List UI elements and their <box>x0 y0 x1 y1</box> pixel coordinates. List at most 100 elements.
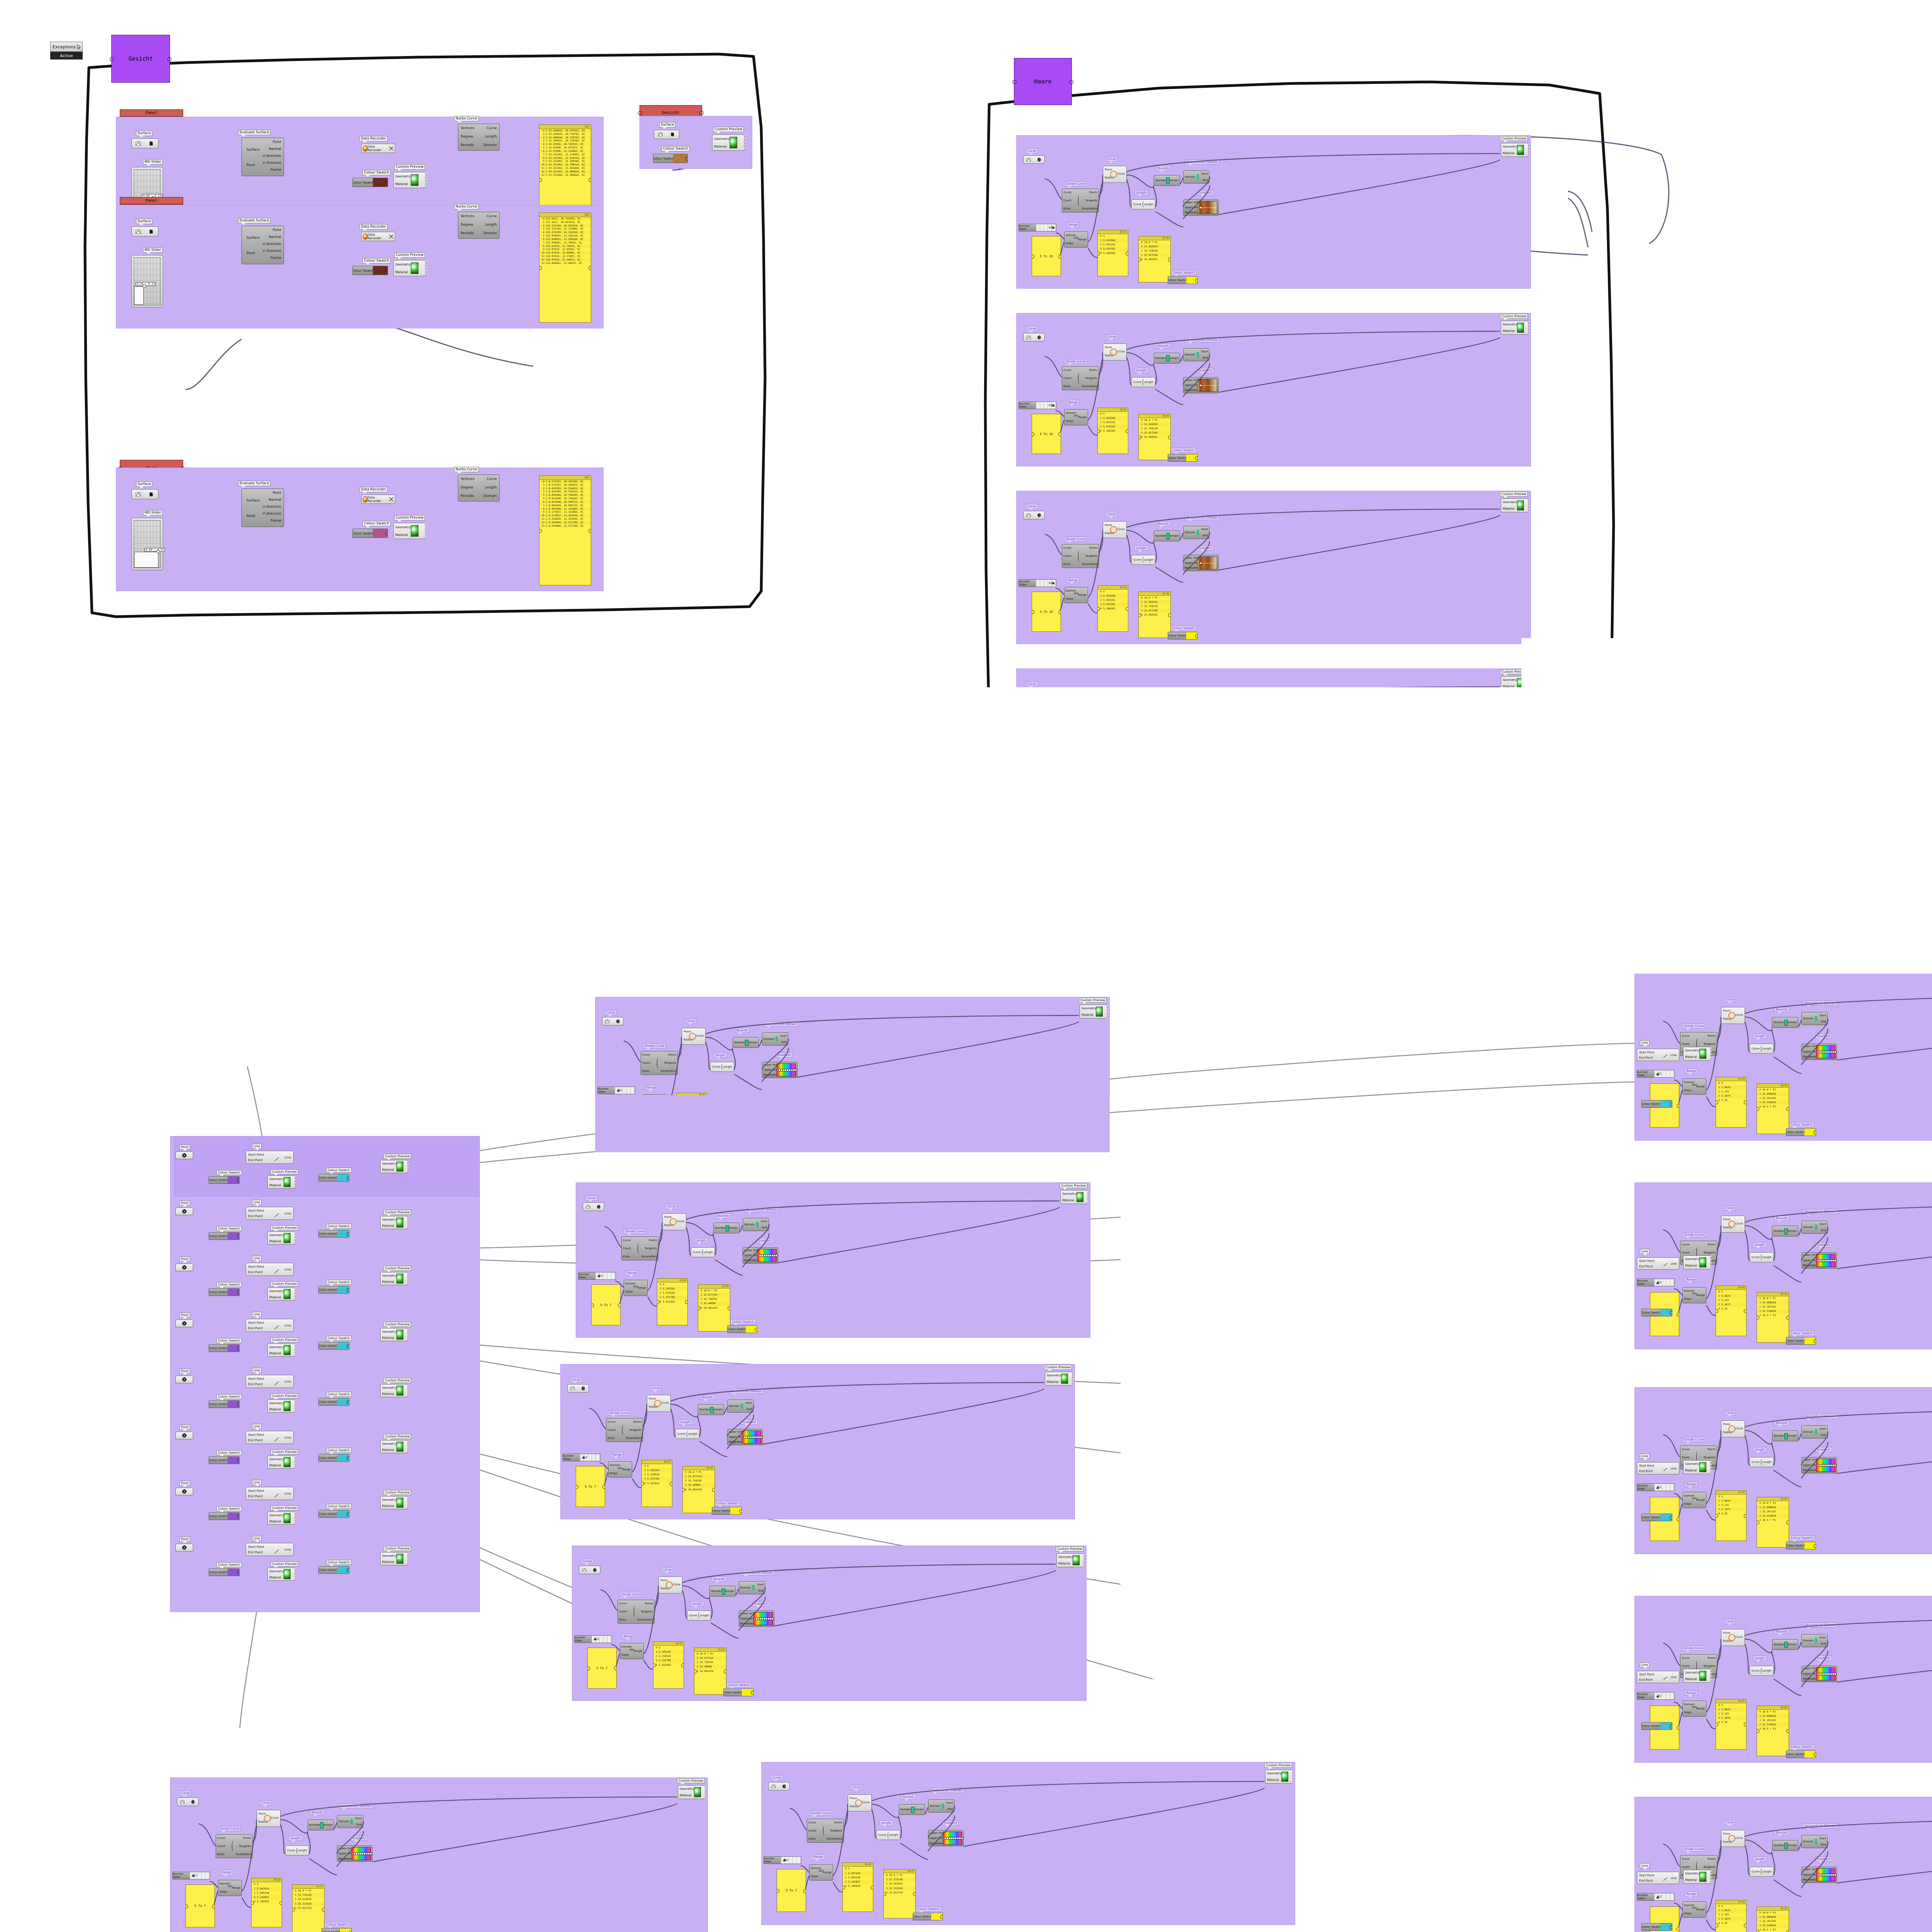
colour-swatch-cyan-right-1[interactable]: Colour Swatch <box>1641 1309 1672 1316</box>
component-deconstruct-domain-haare-3[interactable]: DomainStartEnd <box>1183 704 1209 717</box>
port-material[interactable]: Material <box>1685 1878 1699 1882</box>
port-in-periodic[interactable]: Periodic <box>461 231 474 235</box>
component-circle-koerper-mid-0[interactable]: PlaneRadiusCircle <box>682 1028 706 1045</box>
param-curve-koerper-bl-0[interactable] <box>177 1798 199 1806</box>
param-point-2[interactable] <box>175 1264 193 1271</box>
port-out-tangents[interactable]: Tangents <box>629 1429 641 1432</box>
port-start[interactable]: Start <box>946 1801 953 1804</box>
port-out-parameters[interactable]: Parameters <box>1082 207 1097 210</box>
component-range-haare-2[interactable]: DomainStepsRange <box>1064 587 1088 603</box>
component-range-koerper-mid-0[interactable]: DomainStepsRange <box>643 1094 667 1111</box>
port-material[interactable]: Material <box>395 270 411 274</box>
colour-swatch-violet-1[interactable]: Colour Swatch <box>209 1232 240 1240</box>
component-gradient-koerper-right-2[interactable]: Lower limitUpper limitParameter <box>1801 1457 1837 1473</box>
component-length-koerper-right-2[interactable]: CurveLength <box>1750 1457 1774 1467</box>
port-out-length[interactable]: Length <box>485 135 497 139</box>
gradient-strip[interactable] <box>1816 1045 1835 1058</box>
port-circle-out[interactable]: Circle <box>1735 1837 1743 1840</box>
port-in-curve[interactable]: Curve <box>623 1239 631 1242</box>
slider-grip[interactable] <box>1052 226 1055 229</box>
component-circle-koerper-right-1[interactable]: PlaneRadiusCircle <box>1721 1216 1745 1233</box>
colour-swatch-colour[interactable] <box>746 1326 757 1333</box>
component-deconstruct-domain-koerper-right-4[interactable]: DomainStartEnd <box>1801 1835 1828 1848</box>
port-in-count[interactable]: Count <box>1682 1043 1690 1046</box>
port-material[interactable]: Material <box>382 1336 396 1340</box>
port-line-out[interactable]: Line <box>1670 1467 1677 1470</box>
port-in-kinks[interactable]: Kinks <box>1063 740 1071 743</box>
component-gradient-haare-1[interactable]: Lower limitUpper limitParameter <box>1183 377 1219 393</box>
colour-swatch-koerper-mid-2[interactable]: Colour Swatch <box>712 1507 742 1515</box>
port-in-count[interactable]: Count <box>808 1829 816 1832</box>
component-divide-curve-koerper-mid-1[interactable]: CurveCountKinksPointsTangentsParameters <box>621 1236 658 1260</box>
port-parameter[interactable]: Parameter <box>1185 744 1197 747</box>
port-geometry[interactable]: Geometry <box>1058 1555 1073 1559</box>
port-in-kinks[interactable]: Kinks <box>607 1437 615 1440</box>
port-geometry[interactable]: Geometry <box>269 1177 284 1181</box>
port-curve[interactable]: Curve <box>1133 558 1141 561</box>
port-material[interactable]: Material <box>269 1240 284 1243</box>
component-circle-haare-3[interactable]: PlaneRadiusCircle <box>1103 699 1127 716</box>
port-geometry[interactable]: Geometry <box>382 1442 396 1446</box>
port-end-point[interactable]: End Point <box>1639 1469 1653 1473</box>
slider-track[interactable]: 19 <box>580 1454 600 1461</box>
port-out-vdirection[interactable]: V direction <box>263 512 281 516</box>
param-curve-koerper-mid-3[interactable] <box>579 1566 600 1574</box>
port-out-domain[interactable]: Domain <box>483 143 497 147</box>
component-line-6[interactable]: Start PointEnd PointLine <box>246 1487 294 1500</box>
port-parameter[interactable]: Parameter <box>744 1259 756 1262</box>
preview-ports[interactable]: GeometryMaterial <box>1684 1256 1699 1269</box>
port-circle-out[interactable]: Circle <box>677 1220 684 1223</box>
port-out-udirection[interactable]: U direction <box>262 505 281 509</box>
gradient-ports[interactable]: Lower limitUpper limitParameter <box>1802 1458 1815 1473</box>
port-out-points[interactable]: Points <box>645 1602 653 1605</box>
port-steps[interactable]: Steps <box>811 1875 818 1878</box>
colour-swatch-koerper-right-3[interactable]: Colour Swatch <box>1786 1750 1816 1758</box>
component-custom-preview-cyan-5[interactable]: GeometryMaterial <box>380 1440 408 1453</box>
colour-swatch-colour[interactable] <box>673 154 687 163</box>
gradient-strip[interactable] <box>1198 379 1217 392</box>
port-out-tangents[interactable]: Tangents <box>1085 199 1097 202</box>
param-curve-haare-3[interactable] <box>1023 689 1045 697</box>
colour-swatch-colour[interactable] <box>373 529 388 537</box>
port-circle-out[interactable]: Circle <box>1735 1636 1743 1639</box>
slider-grip[interactable] <box>1656 1073 1659 1075</box>
component-range-koerper-mid-3[interactable]: DomainStepsRange <box>620 1643 644 1659</box>
domain-panel-haare-0[interactable]: 5 To 10 <box>1032 236 1061 277</box>
colour-swatch-colour[interactable] <box>337 1566 349 1573</box>
component-custom-preview-violet-3[interactable]: GeometryMaterial <box>267 1344 295 1357</box>
slider-grip[interactable] <box>1656 1695 1659 1697</box>
colour-swatch-colour[interactable] <box>373 178 388 187</box>
port-domain[interactable]: Domain <box>1803 1017 1813 1020</box>
number-slider-haare-1[interactable]: Number Slider188 <box>1019 401 1056 409</box>
port-numbers[interactable]: Numbers <box>734 1041 747 1044</box>
port-curve[interactable]: Curve <box>1133 203 1141 206</box>
port-material[interactable]: Material <box>1685 1055 1699 1059</box>
component-custom-preview-cyan-7[interactable]: GeometryMaterial <box>380 1552 408 1565</box>
port-numbers[interactable]: Numbers <box>1155 712 1168 715</box>
component-divide-curve-haare-2[interactable]: CurveCountKinksPointsTangentsParameters <box>1062 544 1099 568</box>
param-point-1[interactable] <box>175 1208 193 1215</box>
port-out-tangents[interactable]: Tangents <box>664 1061 676 1065</box>
port-range-out[interactable]: Range <box>622 1468 631 1471</box>
port-geometry[interactable]: Geometry <box>382 1218 396 1221</box>
slider-grip[interactable] <box>1052 404 1055 406</box>
port-in-degree[interactable]: Degree <box>461 135 473 139</box>
preview-ports[interactable]: GeometryMaterial <box>1080 1005 1096 1018</box>
colour-swatch-colour[interactable] <box>337 1286 349 1293</box>
port-material[interactable]: Material <box>1685 1677 1699 1681</box>
colour-swatch-violet-6[interactable]: Colour Swatch <box>209 1512 240 1520</box>
port-start-point[interactable]: Start Point <box>248 1321 264 1325</box>
port-numbers[interactable]: Numbers <box>309 1823 321 1827</box>
port-end-point[interactable]: End Point <box>248 1551 263 1554</box>
port-geometry[interactable]: Geometry <box>1685 1872 1699 1875</box>
port-end[interactable]: End <box>1821 1843 1826 1846</box>
port-out-points[interactable]: Points <box>1708 1656 1716 1660</box>
port-material[interactable]: Material <box>382 1168 396 1172</box>
port-circle-out[interactable]: Circle <box>862 1801 870 1804</box>
port-out-parameters[interactable]: Parameters <box>638 1618 653 1621</box>
length-panel-koerper-right-2[interactable]: {0;0}010.0 * Pi131.808626232.201325332.5… <box>1757 1497 1789 1548</box>
md-slider-pad-2[interactable]: 0.34 ; 0.13 <box>134 257 161 305</box>
port-start[interactable]: Start <box>1201 706 1208 709</box>
component-deconstruct-domain-koerper-mid-2[interactable]: DomainStartEnd <box>727 1400 753 1413</box>
domain-panel-haare-2[interactable]: 5 To 10 <box>1032 592 1061 632</box>
